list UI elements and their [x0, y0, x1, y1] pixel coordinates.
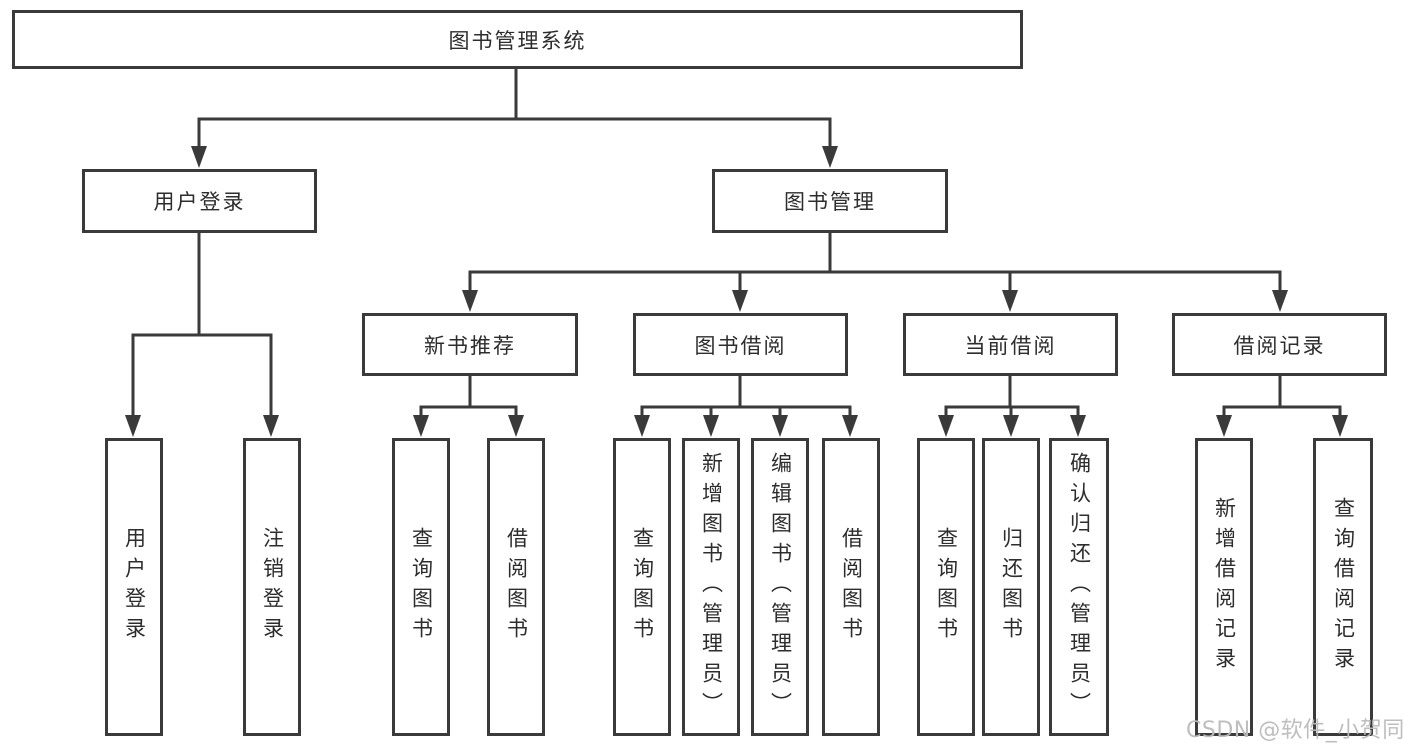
leaf-user-login-label: 用户登录: [122, 527, 147, 647]
node-root: 图书管理系统: [12, 10, 1023, 69]
leaf-borrow-book-2: 借阅图书: [822, 438, 880, 736]
arrowheads-level3: [462, 290, 1288, 312]
connector-root-to-level2: [197, 69, 832, 147]
node-user-login: 用户登录: [82, 169, 317, 233]
leaf-query-borrow-record: 查询借阅记录: [1313, 438, 1373, 736]
arrowheads-current-borrow-leaves: [938, 415, 1086, 437]
node-book-management: 图书管理: [712, 169, 948, 233]
leaf-borrow-book-1: 借阅图书: [487, 438, 545, 736]
node-borrow-record: 借阅记录: [1172, 313, 1387, 376]
arrowheads-new-book-leaves: [413, 415, 524, 437]
leaf-return-book: 归还图书: [982, 438, 1040, 736]
leaf-add-borrow-record: 新增借阅记录: [1195, 438, 1253, 736]
connector-user-login-to-leaves: [131, 233, 273, 416]
connector-book-management-to-level3: [468, 233, 1282, 291]
node-new-book-recommend: 新书推荐: [362, 313, 578, 376]
watermark-text: CSDN @软件_小贺同学: [1186, 718, 1405, 743]
leaf-edit-book-admin: 编辑图书（管理员）: [751, 438, 809, 736]
leaf-query-borrow-record-label: 查询借阅记录: [1331, 497, 1356, 677]
node-new-book-recommend-label: 新书推荐: [424, 333, 516, 358]
connector-new-book-to-leaves: [419, 376, 518, 416]
arrowheads-user-login-leaves: [125, 415, 279, 437]
leaf-query-book-3-label: 查询图书: [934, 527, 959, 647]
node-user-login-label: 用户登录: [153, 190, 246, 214]
leaf-query-book-1-label: 查询图书: [409, 527, 434, 647]
node-current-borrow: 当前借阅: [903, 313, 1118, 376]
leaf-query-book-2-label: 查询图书: [630, 527, 655, 647]
leaf-add-book-admin: 新增图书（管理员）: [682, 438, 740, 736]
leaf-borrow-book-1-label: 借阅图书: [504, 527, 529, 647]
arrowheads-level2: [191, 146, 838, 168]
leaf-return-book-label: 归还图书: [999, 527, 1024, 647]
leaf-add-borrow-record-label: 新增借阅记录: [1212, 497, 1237, 677]
arrowheads-borrow-record-leaves: [1216, 415, 1348, 437]
leaf-query-book-3: 查询图书: [917, 438, 975, 736]
connector-book-borrow-to-leaves: [640, 376, 852, 416]
leaf-confirm-return-admin: 确认归还（管理员）: [1049, 438, 1109, 736]
node-current-borrow-label: 当前借阅: [964, 333, 1057, 358]
leaf-borrow-book-2-label: 借阅图书: [839, 527, 864, 647]
leaf-logout-label: 注销登录: [260, 527, 285, 647]
node-book-management-label: 图书管理: [784, 190, 876, 214]
connector-current-borrow-to-leaves: [944, 376, 1080, 416]
leaf-add-book-admin-label: 新增图书（管理员）: [699, 452, 724, 722]
arrowheads-book-borrow-leaves: [634, 415, 858, 437]
leaf-user-login: 用户登录: [105, 438, 163, 736]
node-book-borrow: 图书借阅: [633, 313, 848, 376]
node-root-label: 图书管理系统: [448, 28, 587, 53]
leaf-query-book-1: 查询图书: [392, 438, 450, 736]
connector-borrow-record-to-leaves: [1222, 376, 1342, 416]
node-book-borrow-label: 图书借阅: [694, 333, 787, 358]
leaf-edit-book-admin-label: 编辑图书（管理员）: [768, 452, 793, 722]
leaf-query-book-2: 查询图书: [613, 438, 671, 736]
leaf-logout: 注销登录: [243, 438, 301, 736]
leaf-confirm-return-admin-label: 确认归还（管理员）: [1067, 452, 1092, 722]
node-borrow-record-label: 借阅记录: [1233, 333, 1326, 358]
